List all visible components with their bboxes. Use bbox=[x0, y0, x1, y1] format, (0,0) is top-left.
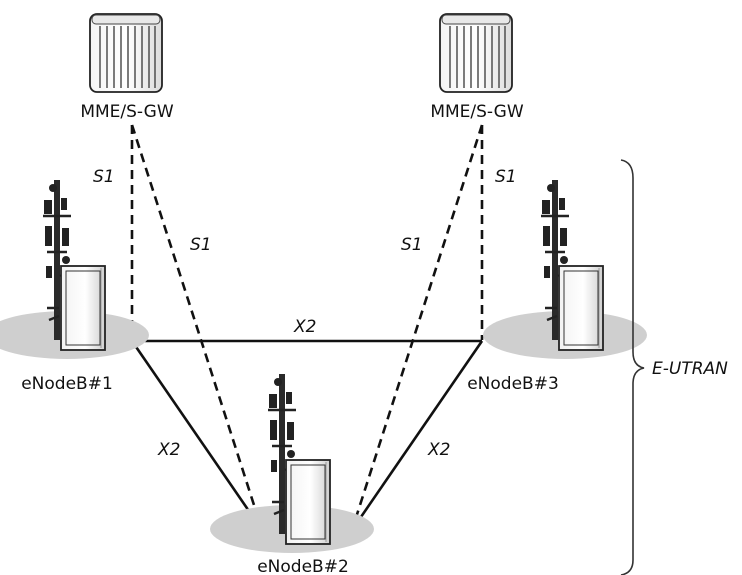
x2-label-right: X2 bbox=[427, 440, 450, 460]
server-rack-icon bbox=[439, 13, 513, 93]
enb3-node: eNodeB#3 bbox=[467, 178, 649, 394]
interface-labels: S1 S1 S1 S1 X2 X2 X2 bbox=[93, 167, 517, 460]
s1-link-mme-right-enb2 bbox=[350, 124, 484, 531]
x2-link-enb3-enb2 bbox=[350, 340, 484, 531]
mme-left-label: MME/S-GW bbox=[80, 102, 174, 122]
enb1-label: eNodeB#1 bbox=[21, 374, 113, 394]
e-utran-label: E-UTRAN bbox=[652, 359, 728, 379]
brace-icon bbox=[620, 159, 645, 575]
server-rack-icon bbox=[89, 13, 163, 93]
enb1-node: eNodeB#1 bbox=[0, 178, 151, 394]
x2-label-top: X2 bbox=[293, 317, 316, 337]
mme-right-label: MME/S-GW bbox=[430, 102, 524, 122]
enb2-node: eNodeB#2 bbox=[208, 372, 376, 575]
base-station-icon bbox=[0, 178, 151, 361]
mme-right-node: MME/S-GW bbox=[430, 13, 524, 122]
s1-label-left-diag: S1 bbox=[190, 235, 212, 255]
s1-link-mme-left-enb2 bbox=[130, 124, 264, 531]
x2-label-left: X2 bbox=[157, 440, 180, 460]
enb2-label: eNodeB#2 bbox=[257, 557, 349, 575]
e-utran-group: E-UTRAN bbox=[620, 159, 728, 575]
s1-label-right-vertical: S1 bbox=[495, 167, 517, 187]
s1-label-right-diag: S1 bbox=[401, 235, 423, 255]
base-station-icon bbox=[481, 178, 649, 361]
x2-link-enb1-enb2 bbox=[130, 340, 264, 531]
mme-left-node: MME/S-GW bbox=[80, 13, 174, 122]
enb3-label: eNodeB#3 bbox=[467, 374, 559, 394]
base-station-icon bbox=[208, 372, 376, 555]
s1-label-left-vertical: S1 bbox=[93, 167, 115, 187]
link-layer bbox=[130, 124, 484, 531]
